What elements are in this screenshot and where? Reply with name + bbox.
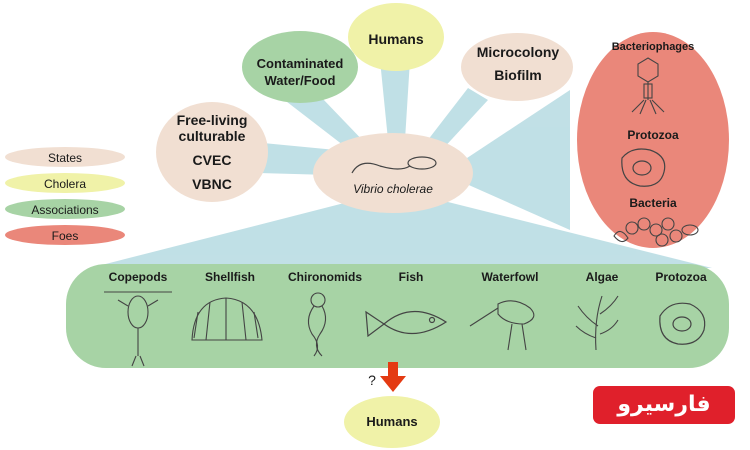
legend-foes-label: Foes: [51, 229, 79, 243]
contaminated-line1: Contaminated: [256, 56, 344, 71]
watermark-badge: فارسیرو: [593, 386, 735, 424]
organism-label-algae: Algae: [585, 270, 619, 284]
organism-label-shellfish: Shellfish: [204, 270, 255, 284]
connector-foes: [462, 90, 570, 230]
bacteriophage-icon: [631, 57, 665, 115]
states-node: [156, 102, 268, 202]
connectors: [90, 60, 712, 268]
shellfish-icon: [191, 297, 263, 341]
humans-top-node: [348, 3, 444, 71]
humans-top-label: Humans: [368, 31, 424, 47]
contaminated-node: [242, 31, 358, 103]
connector-microcolony: [424, 88, 488, 152]
legend-foes-swatch: [5, 225, 125, 245]
vibrio-cell-icon: [351, 156, 437, 174]
legend-states-label: States: [47, 151, 83, 165]
chironomid-icon: [307, 292, 327, 357]
foes-node: [577, 32, 729, 248]
microcolony-line2: Biofilm: [494, 67, 542, 83]
organism-label-copepods: Copepods: [108, 270, 168, 284]
connector-contaminated: [278, 95, 370, 152]
copepod-icon: [104, 291, 172, 367]
connector-humans: [380, 60, 410, 140]
legend-states-swatch: [5, 147, 125, 167]
center-label: Vibrio cholerae: [353, 182, 433, 196]
states-line2: culturable: [178, 128, 246, 144]
legend-cholera-label: Cholera: [43, 177, 87, 191]
contaminated-line2: Water/Food: [264, 73, 336, 88]
fish-icon: [365, 310, 448, 338]
foes-item-bacteria: Bacteria: [629, 196, 677, 210]
foes-item-protozoa: Protozoa: [627, 128, 679, 142]
microcolony-line1: Microcolony: [476, 44, 560, 60]
foes-protozoa-icon: [621, 148, 666, 187]
states-line3: CVEC: [192, 152, 232, 168]
organism-label-chironomids: Chironomids: [288, 270, 362, 284]
associations-band: [66, 264, 729, 368]
algae-icon: [575, 295, 619, 351]
foes-item-bacteriophages: Bacteriophages: [611, 41, 695, 53]
bacteria-cluster-icon: [613, 217, 699, 247]
states-line1: Free-living: [176, 112, 248, 128]
waterfowl-icon: [469, 300, 535, 351]
down-arrow-icon: [380, 362, 406, 392]
legend-cholera-swatch: [5, 173, 125, 193]
legend-associations-label: Associations: [31, 203, 99, 217]
microcolony-node: [461, 33, 573, 101]
center-node: [313, 133, 473, 213]
humans-bottom-node: [344, 396, 440, 448]
connector-associations: [90, 200, 712, 268]
organism-label-protozoa: Protozoa: [655, 270, 707, 284]
legend-associations-swatch: [5, 199, 125, 219]
organism-label-waterfowl: Waterfowl: [481, 270, 539, 284]
organism-label-fish: Fish: [398, 270, 424, 284]
band-protozoa-icon: [659, 302, 706, 345]
question-mark: ?: [368, 372, 376, 388]
humans-bottom-label: Humans: [366, 414, 418, 429]
states-line4: VBNC: [192, 176, 232, 192]
